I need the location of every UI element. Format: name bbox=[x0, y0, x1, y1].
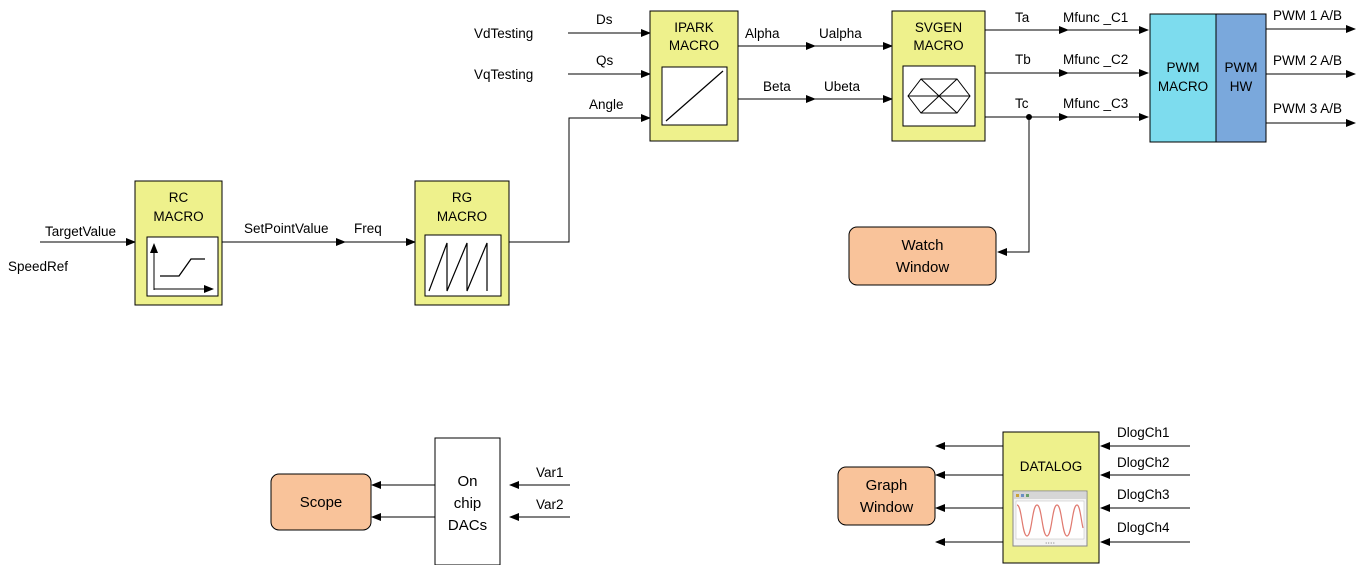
wire-angle bbox=[509, 114, 651, 243]
graph-thumbnail-icon: • • • • bbox=[1012, 490, 1088, 547]
label-dlog4: DlogCh4 bbox=[1117, 520, 1170, 535]
dacs-title-line2: chip bbox=[454, 495, 482, 512]
svgen-title-line2: MACRO bbox=[913, 38, 963, 53]
pwm-title-line1: PWM bbox=[1167, 60, 1200, 75]
label-pwm1: PWM 1 A/B bbox=[1273, 8, 1342, 23]
label-pwm2: PWM 2 A/B bbox=[1273, 53, 1342, 68]
label-mfunc-c2: Mfunc _C2 bbox=[1063, 52, 1128, 67]
dacs-title-line3: DACs bbox=[448, 517, 487, 534]
watch-window-block[interactable]: Watch Window bbox=[848, 226, 997, 286]
label-beta: Beta bbox=[763, 79, 791, 94]
sawtooth-icon bbox=[424, 234, 502, 297]
label-vd-testing: VdTesting bbox=[474, 26, 533, 41]
label-ta: Ta bbox=[1015, 10, 1030, 25]
label-mfunc-c1: Mfunc _C1 bbox=[1063, 10, 1128, 25]
graph-title-line1: Graph bbox=[866, 477, 908, 494]
rg-macro-block[interactable]: RG MACRO bbox=[414, 180, 510, 306]
dacs-block[interactable]: On chip DACs bbox=[434, 437, 501, 565]
rc-title-line2: MACRO bbox=[153, 209, 203, 224]
svgen-title-line1: SVGEN bbox=[915, 20, 962, 35]
graph-title-line2: Window bbox=[860, 499, 914, 516]
dacs-title-line1: On bbox=[457, 473, 477, 490]
label-vq-testing: VqTesting bbox=[474, 67, 533, 82]
junction-dot bbox=[1026, 114, 1032, 120]
label-alpha: Alpha bbox=[745, 26, 780, 41]
pwm-hw-title-line1: PWM bbox=[1225, 60, 1258, 75]
label-tc: Tc bbox=[1015, 96, 1029, 111]
label-ubeta: Ubeta bbox=[824, 79, 861, 94]
hexagon-icon bbox=[902, 65, 976, 127]
signal-labels: TargetValue SpeedRef SetPointValue Freq … bbox=[8, 8, 1342, 535]
label-angle: Angle bbox=[589, 97, 624, 112]
rg-title-line1: RG bbox=[452, 190, 472, 205]
label-var1: Var1 bbox=[536, 465, 564, 480]
scope-label: Scope bbox=[300, 494, 343, 511]
label-dlog3: DlogCh3 bbox=[1117, 487, 1170, 502]
label-tb: Tb bbox=[1015, 52, 1031, 67]
wire-watch-tap bbox=[997, 117, 1030, 256]
label-set-point-value: SetPointValue bbox=[244, 221, 329, 236]
graph-window-block[interactable]: Graph Window bbox=[837, 466, 936, 526]
svgen-macro-block[interactable]: SVGEN MACRO bbox=[891, 10, 986, 142]
label-speed-ref: SpeedRef bbox=[8, 259, 68, 274]
label-target-value: TargetValue bbox=[45, 224, 116, 239]
datalog-title: DATALOG bbox=[1020, 459, 1083, 474]
label-dlog1: DlogCh1 bbox=[1117, 425, 1170, 440]
label-mfunc-c3: Mfunc _C3 bbox=[1063, 96, 1128, 111]
svg-text:• • • •: • • • • bbox=[1046, 540, 1056, 545]
datalog-block[interactable]: DATALOG • • • • bbox=[1002, 431, 1100, 564]
label-pwm3: PWM 3 A/B bbox=[1273, 101, 1342, 116]
label-var2: Var2 bbox=[536, 497, 564, 512]
pwm-hw-title-line2: HW bbox=[1230, 79, 1253, 94]
rg-title-line2: MACRO bbox=[437, 209, 487, 224]
label-qs: Qs bbox=[596, 53, 614, 68]
pwm-title-line2: MACRO bbox=[1158, 79, 1208, 94]
scope-block[interactable]: Scope bbox=[270, 473, 372, 531]
label-ualpha: Ualpha bbox=[819, 26, 862, 41]
ramp-control-icon bbox=[146, 236, 219, 297]
ipark-title-line2: MACRO bbox=[669, 38, 719, 53]
ipark-macro-block[interactable]: IPARK MACRO bbox=[649, 10, 739, 142]
wires bbox=[40, 25, 1356, 546]
watch-title-line1: Watch bbox=[902, 237, 944, 254]
watch-title-line2: Window bbox=[896, 259, 950, 276]
rc-macro-block[interactable]: RC MACRO bbox=[134, 180, 223, 306]
ipark-title-line1: IPARK bbox=[674, 20, 714, 35]
label-freq: Freq bbox=[354, 221, 382, 236]
pwm-hw-block[interactable]: PWM HW bbox=[1215, 13, 1267, 143]
pwm-macro-block[interactable]: PWM MACRO bbox=[1149, 13, 1217, 143]
transform-icon bbox=[661, 66, 728, 126]
label-dlog2: DlogCh2 bbox=[1117, 455, 1170, 470]
rc-title-line1: RC bbox=[169, 190, 189, 205]
label-ds: Ds bbox=[596, 12, 613, 27]
